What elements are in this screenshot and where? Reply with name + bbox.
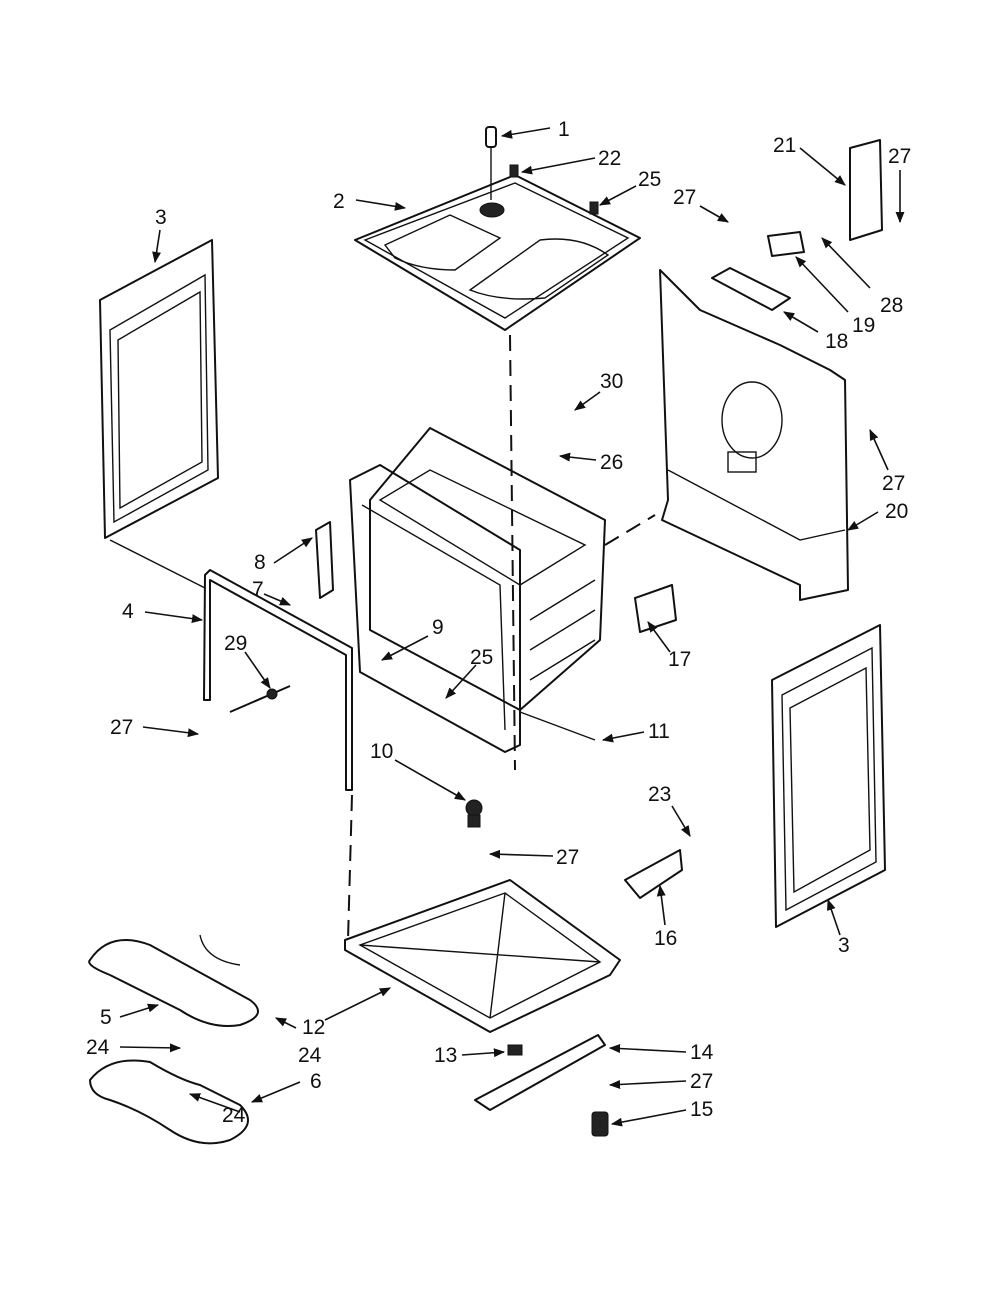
- terminal-block-19-part: [767, 231, 805, 257]
- callout-19: 19: [852, 314, 875, 337]
- callout-25: 25: [470, 646, 493, 669]
- callout-23: 23: [648, 783, 671, 806]
- callout-6: 6: [310, 1070, 322, 1093]
- callout-10: 10: [370, 740, 393, 763]
- callout-27: 27: [690, 1070, 713, 1093]
- receptacle-16-part: [624, 849, 683, 899]
- callout-7: 7: [252, 578, 264, 601]
- clip-13-part: [507, 1044, 523, 1056]
- callout-18: 18: [825, 330, 848, 353]
- leveling-leg-15-part: [591, 1111, 609, 1137]
- callout-12: 12: [302, 1016, 325, 1039]
- callout-30: 30: [600, 370, 623, 393]
- callout-2: 2: [333, 190, 345, 213]
- callout-27: 27: [888, 145, 911, 168]
- callout-24: 24: [86, 1036, 110, 1059]
- callout-16: 16: [654, 927, 677, 950]
- screw-25-top-part: [589, 201, 599, 215]
- callout-22: 22: [598, 147, 621, 170]
- leader-lines: [119, 127, 905, 1127]
- front-frame-part: [349, 464, 521, 753]
- callout-20: 20: [885, 500, 908, 523]
- callout-26: 26: [600, 451, 623, 474]
- top-cover-part: [354, 174, 641, 331]
- callout-5: 5: [100, 1006, 112, 1029]
- screw-22-part: [509, 164, 519, 178]
- callout-28: 28: [880, 294, 903, 317]
- element-29-part: [229, 685, 291, 713]
- element-1-part: [485, 126, 497, 200]
- bracket-18-part: [711, 267, 791, 311]
- callout-24: 24: [298, 1044, 322, 1067]
- callout-21: 21: [773, 134, 796, 157]
- callout-24: 24: [222, 1104, 246, 1127]
- callout-11: 11: [648, 720, 670, 743]
- callout-3: 3: [155, 206, 167, 229]
- callout-15: 15: [690, 1098, 713, 1121]
- callout-3: 3: [838, 934, 850, 957]
- callout-13: 13: [434, 1044, 457, 1067]
- rail-14-part: [474, 1034, 606, 1111]
- callout-9: 9: [432, 616, 444, 639]
- alignment-lines: [109, 334, 656, 941]
- side-panel-right-part: [771, 624, 886, 928]
- broil-element-6-part: [89, 1059, 249, 1145]
- callout-labels: 1 22 25 2 27 21 27 28 19 18 3 30 26 27 2…: [86, 118, 911, 1127]
- callout-27: 27: [556, 846, 579, 869]
- callout-17: 17: [668, 648, 691, 671]
- bracket-17-part: [634, 584, 677, 633]
- hinge-10-part: [465, 799, 483, 828]
- callout-4: 4: [122, 600, 134, 623]
- rear-panel-part: [659, 269, 849, 601]
- callout-27: 27: [110, 716, 133, 739]
- callout-27: 27: [882, 472, 905, 495]
- callout-14: 14: [690, 1041, 714, 1064]
- side-panel-left-part: [99, 239, 219, 539]
- bake-element-5-part: [88, 934, 259, 1027]
- callout-27: 27: [673, 186, 696, 209]
- bracket-21-part: [849, 139, 883, 241]
- callout-8: 8: [254, 551, 266, 574]
- callout-1: 1: [558, 118, 570, 141]
- callout-25: 25: [638, 168, 661, 191]
- gasket-4-part: [203, 569, 353, 791]
- callout-29: 29: [224, 632, 247, 655]
- bracket-8-part: [315, 521, 334, 599]
- bottom-pan-part: [344, 879, 621, 1033]
